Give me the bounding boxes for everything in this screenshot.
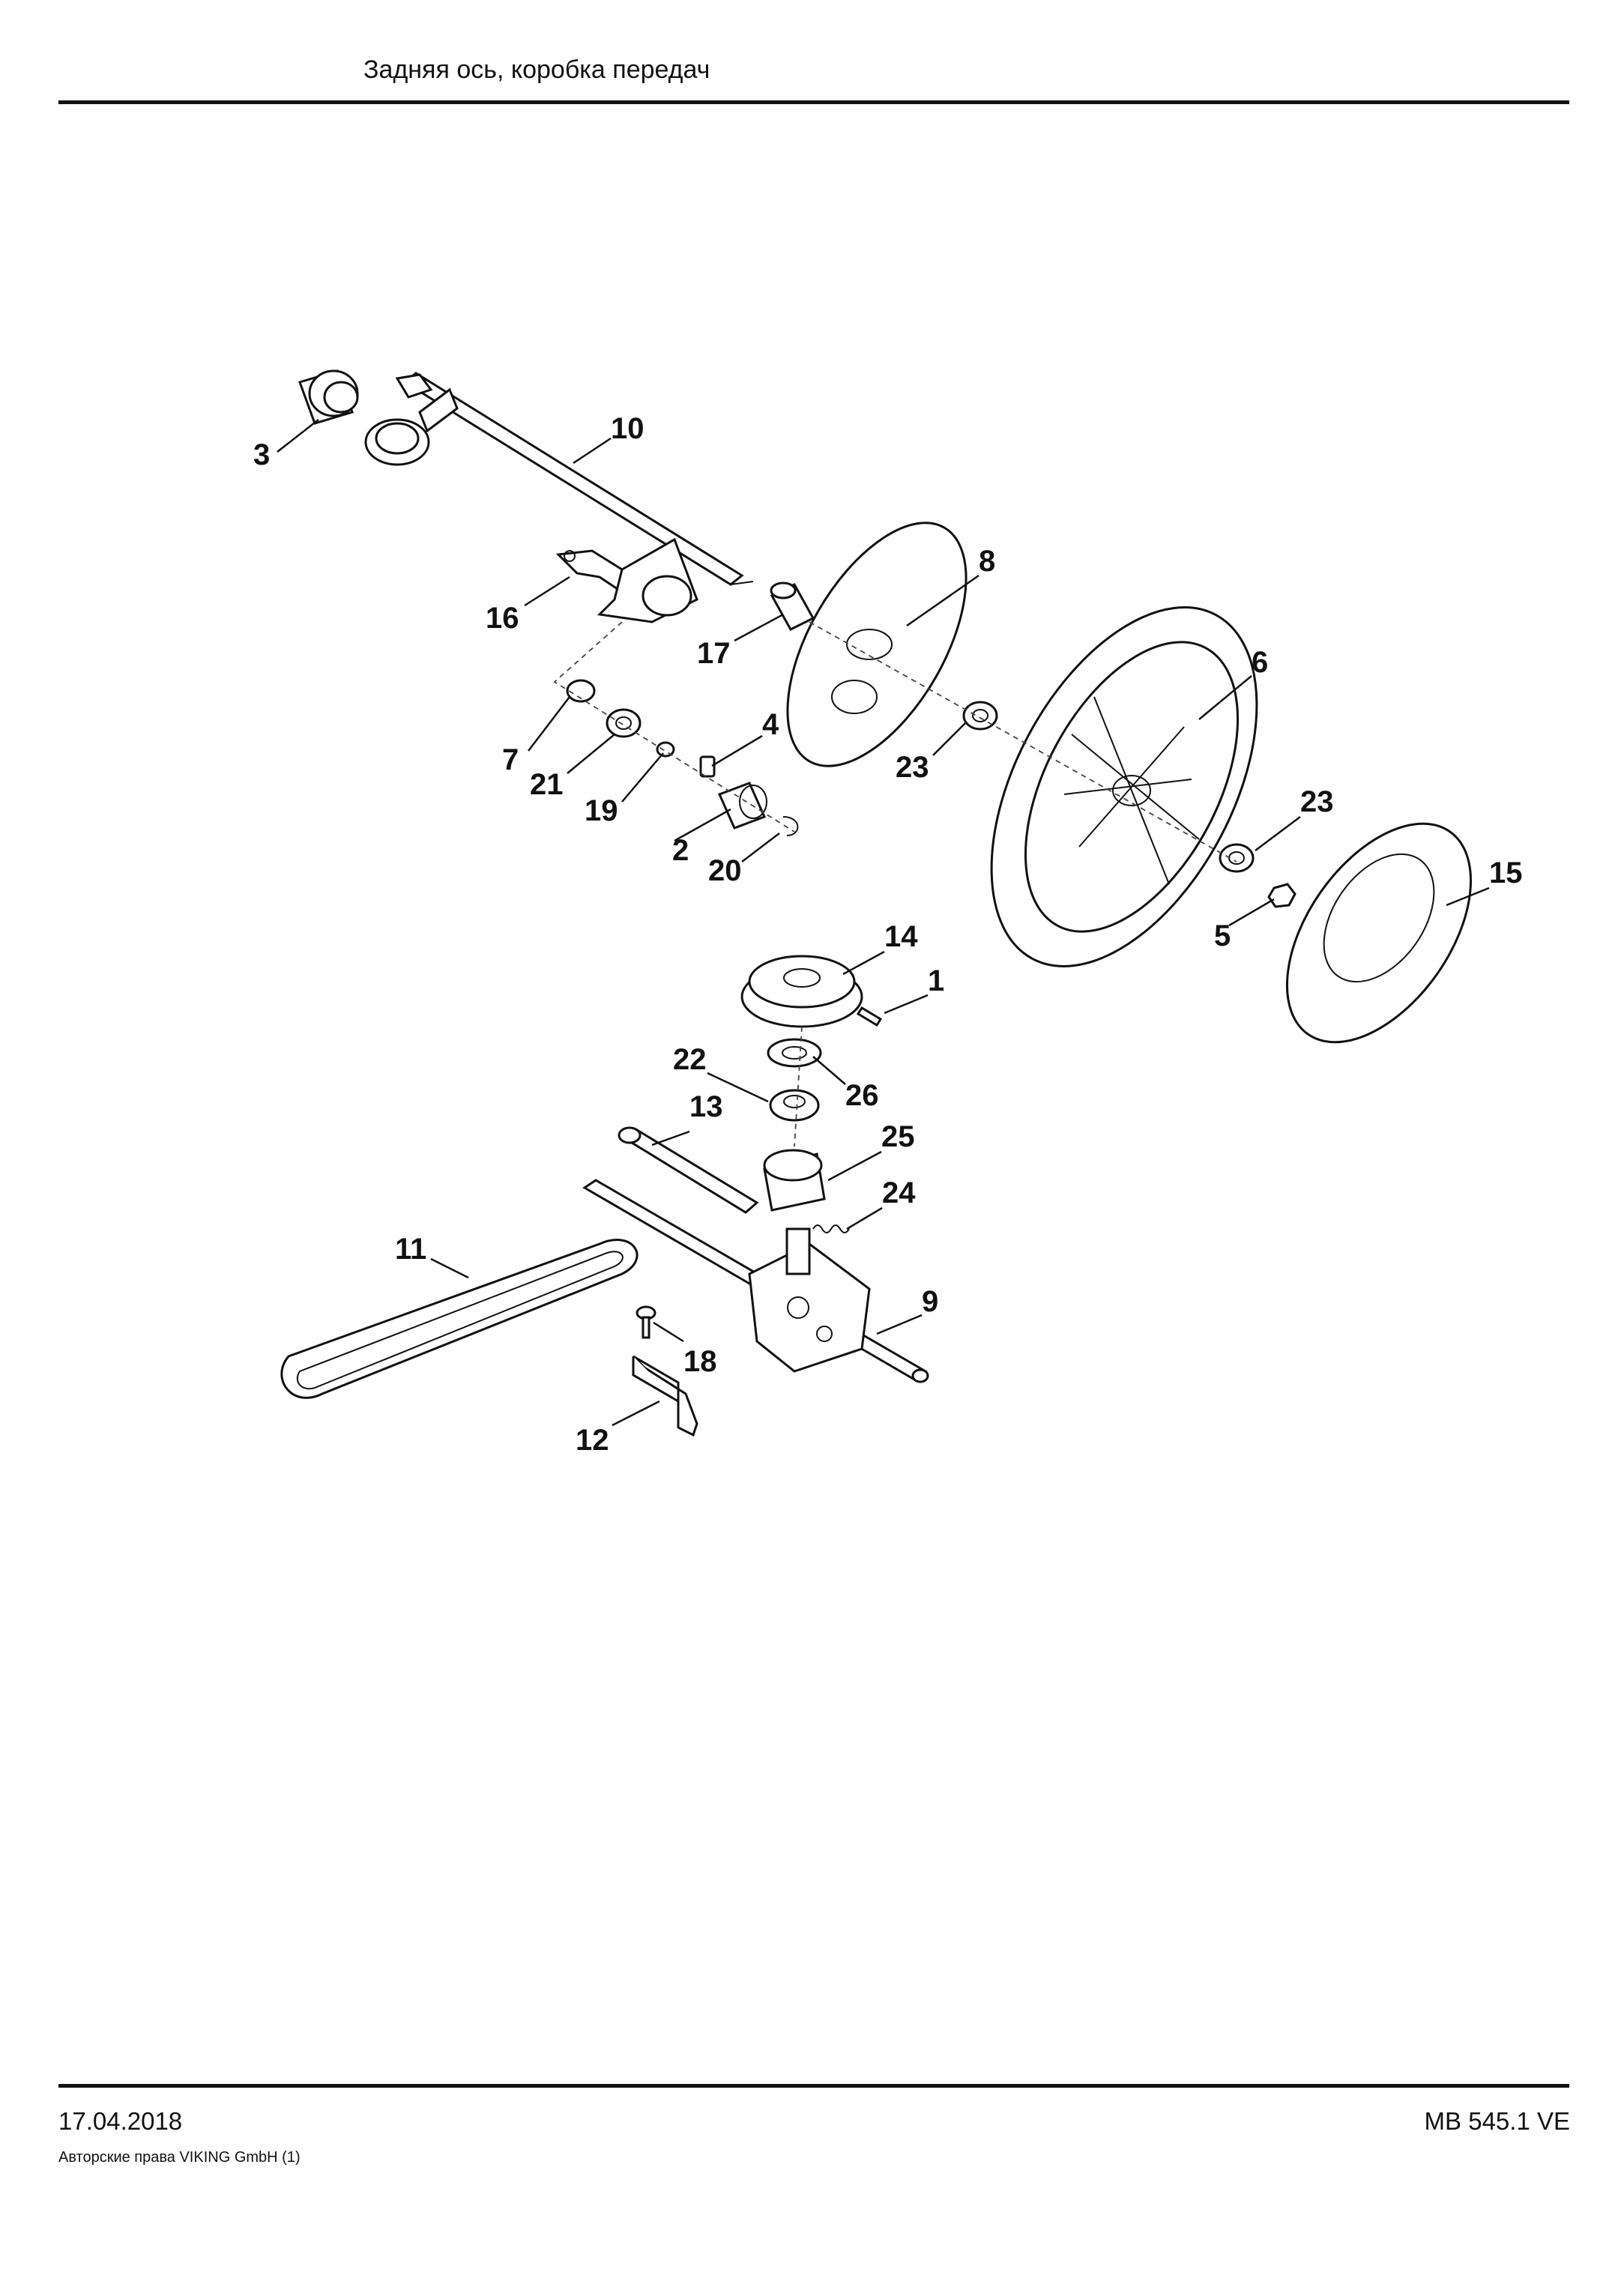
footer-divider <box>58 2084 1569 2088</box>
nut-part <box>1267 883 1297 908</box>
screw-part <box>636 1305 656 1339</box>
callout-5: 5 <box>1214 919 1231 952</box>
callout-19: 19 <box>585 794 618 827</box>
document-date: 17.04.2018 <box>58 2107 183 2135</box>
callout-3: 3 <box>253 438 270 471</box>
hub-cover-disc-part <box>786 522 968 767</box>
bushing-part <box>770 581 815 631</box>
bracket-part <box>632 1355 698 1437</box>
leader-lines <box>277 419 1490 1427</box>
callout-7: 7 <box>502 743 519 776</box>
callout-20: 20 <box>708 854 742 887</box>
callout-4: 4 <box>762 708 779 741</box>
callout-2: 2 <box>672 834 689 867</box>
callout-16: 16 <box>486 602 519 635</box>
callout-13: 13 <box>689 1090 723 1123</box>
callout-10: 10 <box>611 412 645 445</box>
callout-17: 17 <box>697 637 731 670</box>
callout-1: 1 <box>928 964 944 997</box>
rear-wheel-part <box>990 606 1258 967</box>
callout-21: 21 <box>530 768 564 801</box>
page-title: Задняя ось, коробка передач <box>363 55 710 84</box>
callout-14: 14 <box>884 920 918 953</box>
callout-8: 8 <box>979 545 995 578</box>
callout-23-upper: 23 <box>896 751 929 784</box>
callout-24: 24 <box>882 1176 916 1209</box>
model-name: MB 545.1 VE <box>1424 2107 1570 2135</box>
gearbox-part <box>582 1179 929 1383</box>
callout-26: 26 <box>845 1079 879 1112</box>
rear-axle-part <box>364 372 754 586</box>
callout-6: 6 <box>1252 646 1268 679</box>
assembly-lines <box>553 621 1237 1147</box>
callout-11: 11 <box>395 1233 426 1266</box>
callout-12: 12 <box>576 1424 609 1457</box>
hub-cap-part <box>1285 822 1473 1044</box>
pulley-part <box>740 955 883 1122</box>
header-divider <box>58 100 1569 104</box>
callout-9: 9 <box>922 1285 938 1318</box>
callout-25: 25 <box>881 1120 915 1153</box>
copyright-text: Авторские права VIKING GmbH (1) <box>58 2149 301 2166</box>
bearing-lower-part <box>1219 843 1255 873</box>
axle-bracket-part <box>597 537 698 623</box>
callout-22: 22 <box>673 1043 707 1076</box>
callout-18: 18 <box>683 1345 717 1378</box>
shift-shaft-part <box>618 1126 850 1233</box>
callout-15: 15 <box>1489 857 1523 889</box>
small-parts-group <box>566 679 799 836</box>
v-belt-part <box>280 1239 639 1399</box>
gear-sleeve-part <box>298 369 359 425</box>
callout-23-lower: 23 <box>1300 785 1334 818</box>
